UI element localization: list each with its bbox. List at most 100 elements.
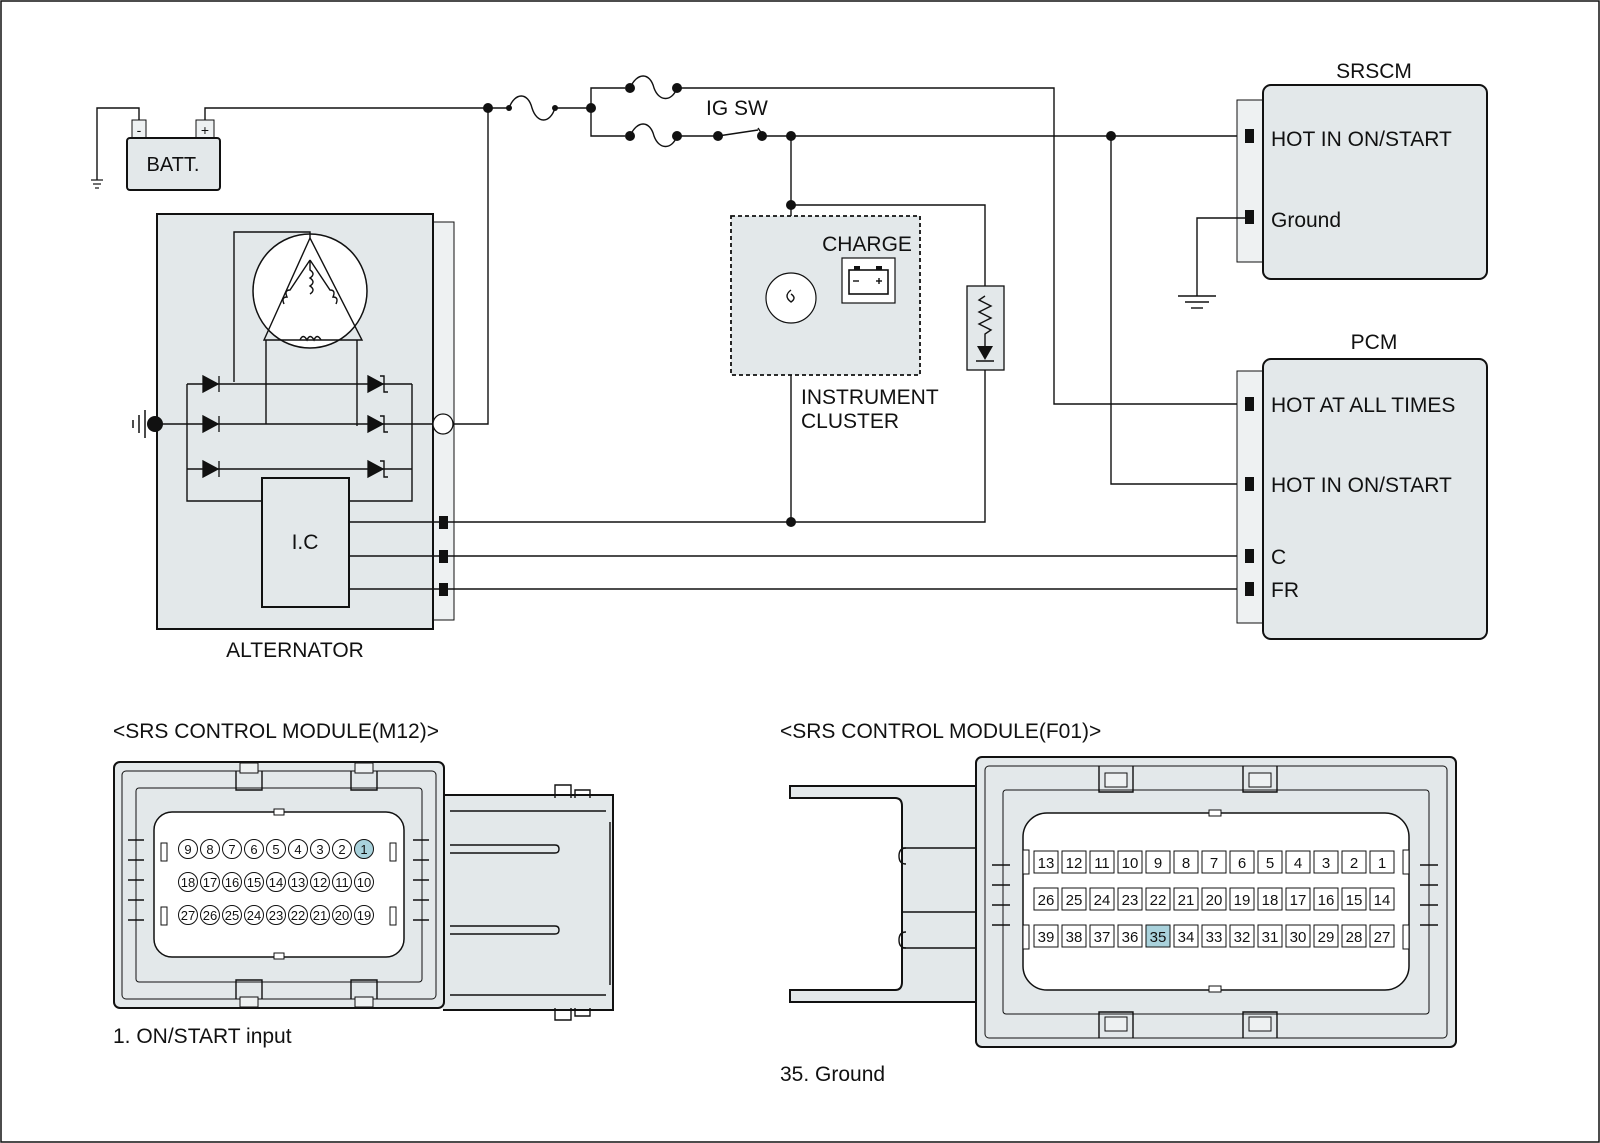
m12-pin	[244, 839, 264, 859]
f01-pin	[1313, 887, 1339, 911]
f01-pin	[1173, 850, 1199, 874]
m12-pin-label: 22	[291, 908, 305, 923]
m12-pin	[178, 839, 198, 859]
f01-pin	[1033, 887, 1059, 911]
m12-pin	[266, 905, 286, 925]
f01-pin-label: 5	[1266, 855, 1274, 872]
m12-pin-label: 13	[291, 875, 305, 890]
m12-pin-label: 11	[335, 875, 349, 890]
f01-pin	[1229, 850, 1255, 874]
battery-warning-icon	[841, 257, 896, 304]
f01-pin-label: 25	[1066, 892, 1083, 909]
m12-pin	[332, 839, 352, 859]
f01-pin	[1145, 850, 1171, 874]
instrument-cluster: CHARGE	[730, 215, 921, 376]
m12-pin	[200, 872, 220, 892]
f01-pin-label: 14	[1374, 892, 1391, 909]
f01-pin	[1313, 850, 1339, 874]
f01-pin-label: 18	[1262, 892, 1279, 909]
m12-pin-label: 21	[313, 908, 327, 923]
m12-pin-label: 26	[203, 908, 217, 923]
m12-title: <SRS CONTROL MODULE(M12)>	[113, 720, 439, 743]
m12-pin-label: 25	[225, 908, 239, 923]
f01-pin-label: 10	[1122, 855, 1139, 872]
instrument-cluster-label-line1: INSTRUMENT	[801, 386, 939, 409]
m12-pin-label: 23	[269, 908, 283, 923]
f01-pin-label: 36	[1122, 929, 1139, 946]
m12-pin	[332, 905, 352, 925]
battery: - + BATT.	[126, 119, 221, 191]
m12-pin	[310, 905, 330, 925]
f01-pin-label: 29	[1318, 929, 1335, 946]
f01-pin	[1033, 924, 1059, 948]
f01-pin	[1173, 924, 1199, 948]
fuse-main	[488, 95, 591, 121]
f01-pin	[1341, 887, 1367, 911]
m12-pin-label: 3	[316, 842, 323, 857]
f01-pin-label: 12	[1066, 855, 1083, 872]
charge-label: CHARGE	[822, 233, 912, 256]
m12-pin	[332, 872, 352, 892]
f01-pin-label: 6	[1238, 855, 1246, 872]
srscm-title: SRSCM	[1336, 60, 1412, 83]
f01-pin-label: 32	[1234, 929, 1251, 946]
f01-pin	[1117, 924, 1143, 948]
m12-pin-label: 17	[203, 875, 217, 890]
alternator-ic-label: I.C	[292, 531, 319, 554]
f01-pin-label: 33	[1206, 929, 1223, 946]
m12-pin-label: 18	[181, 875, 195, 890]
f01-pin	[1089, 924, 1115, 948]
f01-pin-label: 24	[1094, 892, 1111, 909]
f01-pin	[1089, 850, 1115, 874]
f01-pin-label: 34	[1178, 929, 1195, 946]
ig-switch: IG SW	[706, 97, 768, 137]
f01-pin	[1145, 887, 1171, 911]
f01-pin-label: 22	[1150, 892, 1167, 909]
m12-pin-label: 14	[269, 875, 283, 890]
f01-pin-label: 38	[1066, 929, 1083, 946]
m12-pin	[222, 905, 242, 925]
f01-pin-label: 23	[1122, 892, 1139, 909]
alternator-label: ALTERNATOR	[226, 639, 364, 662]
m12-pin	[178, 905, 198, 925]
m12-pin	[288, 905, 308, 925]
m12-pin-label: 15	[247, 875, 261, 890]
m12-pin-label: 19	[357, 908, 371, 923]
f01-pin	[1061, 850, 1087, 874]
f01-pin	[1257, 887, 1283, 911]
f01-pin	[1201, 850, 1227, 874]
f01-pin	[1369, 850, 1395, 874]
srscm-pin-hot-in-on-start: HOT IN ON/START	[1271, 128, 1452, 151]
m12-pin-highlighted	[354, 839, 374, 859]
f01-pin	[1117, 850, 1143, 874]
charge-lamp-icon	[765, 272, 817, 324]
f01-pin	[1285, 924, 1311, 948]
srscm-module: SRSCM HOT IN ON/START Ground	[1236, 60, 1488, 280]
m12-note: 1. ON/START input	[113, 1025, 292, 1048]
f01-pin-label: 19	[1234, 892, 1251, 909]
f01-pin	[1117, 887, 1143, 911]
f01-pin	[1201, 924, 1227, 948]
alternator: I.C	[132, 213, 455, 630]
m12-pin-label: 12	[313, 875, 327, 890]
fuse-ig	[629, 123, 678, 148]
f01-pin-label: 28	[1346, 929, 1363, 946]
m12-pin	[222, 839, 242, 859]
f01-pin-label: 37	[1094, 929, 1111, 946]
f01-pin-label: 17	[1290, 892, 1307, 909]
f01-pin	[1285, 850, 1311, 874]
f01-note: 35. Ground	[780, 1063, 885, 1086]
m12-pin	[288, 872, 308, 892]
f01-pin	[1369, 924, 1395, 948]
m12-pin-label: 2	[338, 842, 345, 857]
m12-pin	[266, 872, 286, 892]
m12-pin	[244, 872, 264, 892]
f01-pin-label: 20	[1206, 892, 1223, 909]
f01-pin	[1257, 924, 1283, 948]
m12-pin-label: 27	[181, 908, 195, 923]
resistor-diode	[966, 285, 1005, 371]
f01-pin-label: 35	[1150, 929, 1167, 946]
